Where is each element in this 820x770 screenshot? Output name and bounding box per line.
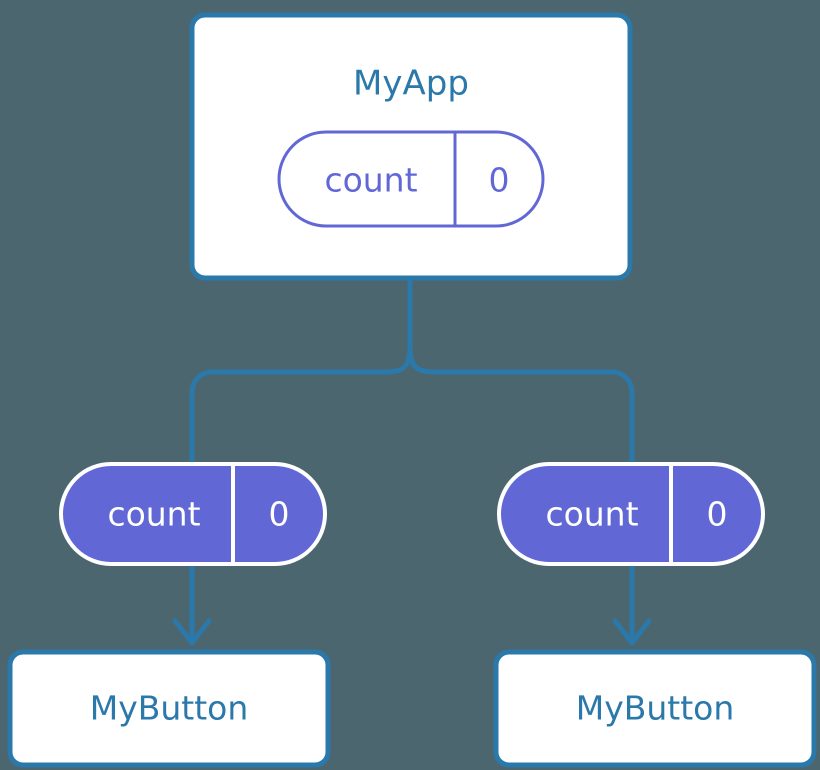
child-left-state-pill-body[interactable] [59, 462, 327, 566]
myapp-state-pill[interactable]: count 0 [277, 130, 545, 228]
child-right-state-key: count [545, 495, 638, 534]
mybutton-left-box[interactable] [7, 649, 331, 768]
child-right-state-value: 0 [707, 495, 728, 534]
mybutton-right-box[interactable] [493, 649, 817, 768]
node-mybutton-right[interactable]: MyButton [493, 649, 817, 768]
connector-fork-right [407, 344, 635, 463]
child-left-state-value: 0 [269, 495, 290, 534]
myapp-state-key: count [324, 161, 417, 200]
arrow-left-head [172, 618, 212, 646]
myapp-state-value: 0 [489, 161, 510, 200]
child-right-state-pill-body[interactable] [497, 462, 765, 566]
mybutton-left-label: MyButton [90, 689, 249, 728]
connector-fork-left [189, 344, 413, 463]
child-left-state-key: count [107, 495, 200, 534]
node-myapp[interactable]: MyApp count 0 [189, 12, 633, 281]
myapp-state-pill-body[interactable] [277, 130, 545, 228]
mybutton-right-label: MyButton [576, 689, 735, 728]
node-mybutton-left[interactable]: MyButton [7, 649, 331, 768]
child-left-state-pill[interactable]: count 0 [59, 462, 327, 566]
myapp-title: MyApp [353, 64, 469, 104]
arrow-right-head [612, 618, 652, 646]
child-right-state-pill[interactable]: count 0 [497, 462, 765, 566]
